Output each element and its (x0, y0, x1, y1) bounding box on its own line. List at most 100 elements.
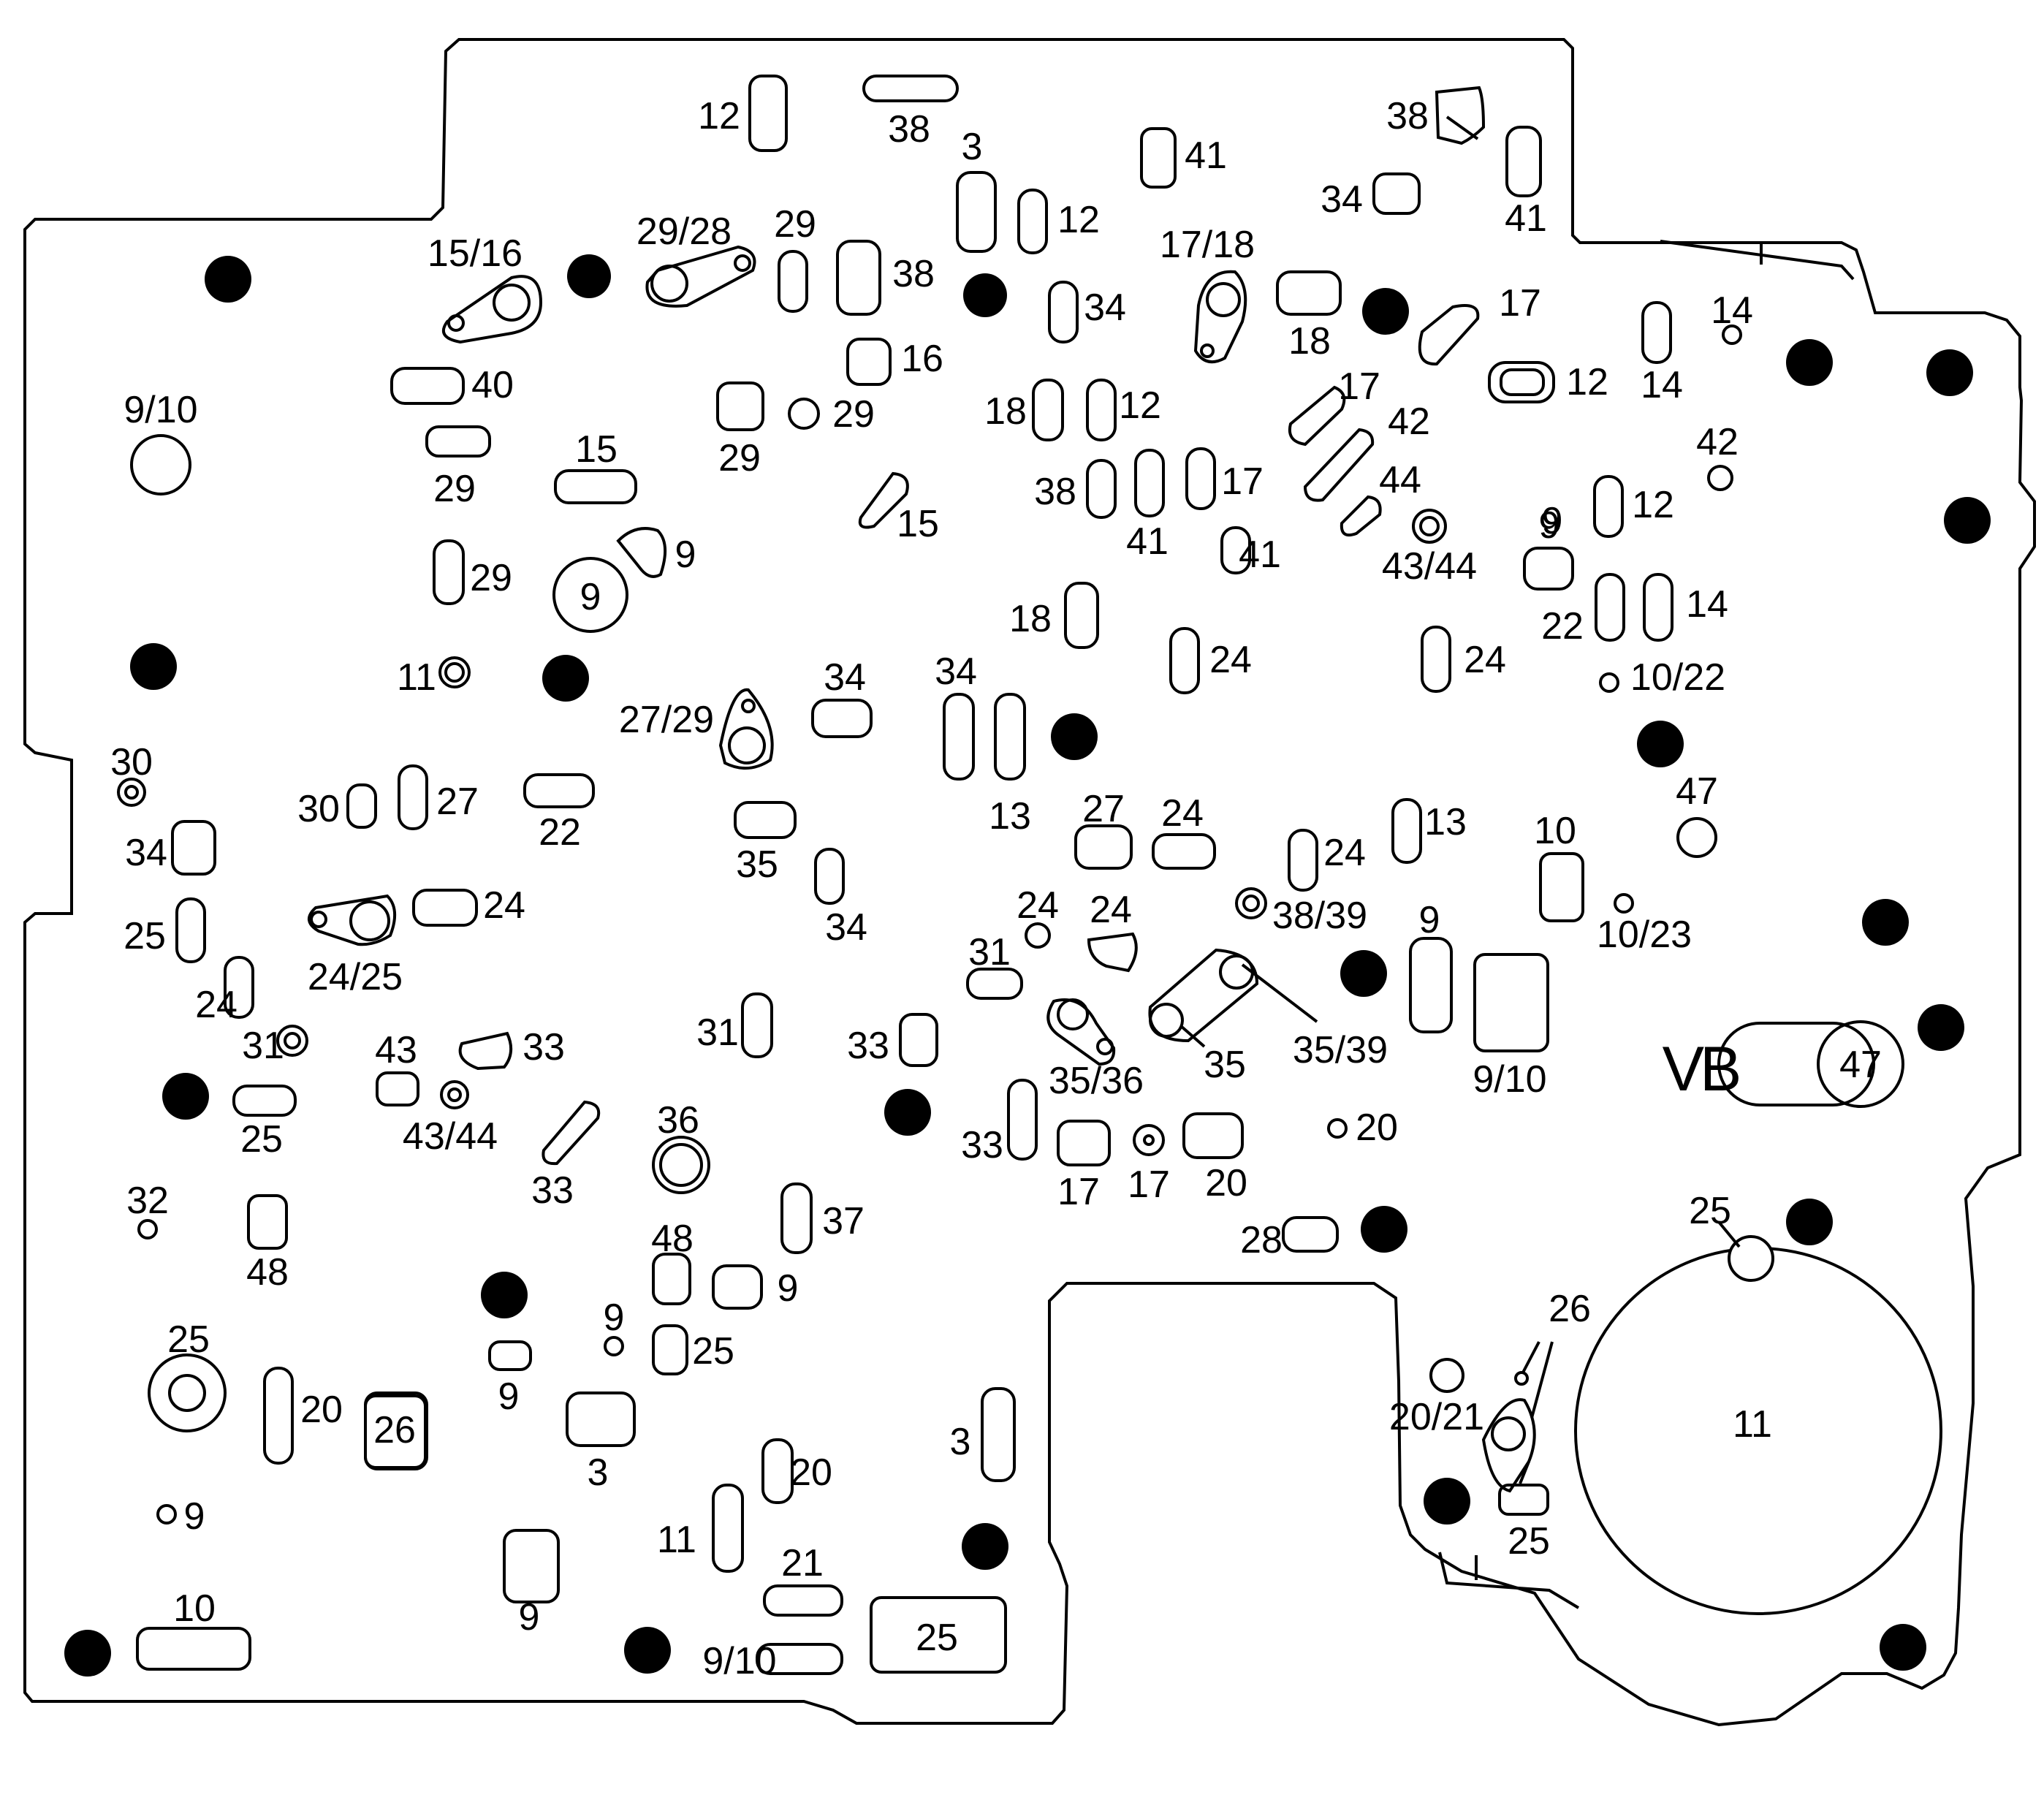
port-43-44-inner (1419, 516, 1440, 536)
callout-label: 32 (126, 1180, 169, 1222)
slot (748, 75, 788, 152)
callout-label: 9 (1542, 500, 1563, 542)
port-9 (552, 557, 628, 633)
callout-label: 24 (1209, 639, 1252, 681)
callout-label: 34 (824, 656, 866, 699)
callout-label: 43 (375, 1029, 417, 1071)
pad-15-16-ball (493, 284, 531, 322)
slot (712, 1484, 744, 1573)
callout-label: 27 (436, 781, 479, 823)
slot (263, 1367, 294, 1465)
callout-label: 15 (897, 503, 939, 545)
callout-label: 9/10 (702, 1640, 776, 1682)
pad-33 (458, 1031, 513, 1071)
slot (412, 889, 478, 927)
slot (346, 783, 377, 829)
bolt-hole (162, 1073, 209, 1120)
port-31 (276, 1025, 308, 1057)
slot (1182, 1112, 1244, 1159)
callout-label: 24/25 (308, 956, 403, 998)
slot (994, 693, 1026, 781)
callout-label: 13 (989, 795, 1031, 838)
callout-label: 15/16 (428, 232, 523, 275)
callout-label: 34 (1084, 286, 1126, 329)
port-36 (652, 1136, 710, 1194)
pad-35-36-small (1096, 1038, 1114, 1055)
slot-angled-17 (1418, 304, 1480, 366)
callout-label: 24 (195, 984, 238, 1026)
slot (1421, 626, 1451, 693)
callout-label: 37 (822, 1200, 865, 1242)
port-10-22 (1599, 672, 1619, 693)
port-20 (1327, 1118, 1348, 1139)
callout-label: 33 (847, 1025, 889, 1067)
callout-label: 43/44 (1382, 545, 1477, 588)
bolt-holes (64, 254, 1991, 1677)
bolt-hole (624, 1627, 671, 1674)
callout-label: 24 (1017, 884, 1059, 927)
pad-24-25-ball (349, 900, 390, 941)
callout-label: 20 (790, 1451, 832, 1494)
callout-label: 3 (962, 126, 983, 168)
callout-label: 34 (125, 832, 167, 874)
round-ports (117, 324, 1742, 1525)
pad-29-28 (645, 245, 756, 308)
callout-label: 17 (1499, 282, 1541, 324)
callout-label: 34 (1321, 178, 1363, 221)
callout-label: 24 (1464, 639, 1506, 681)
callout-label: 29 (774, 203, 816, 246)
leader-line (1521, 1341, 1540, 1373)
slot (1086, 459, 1117, 519)
slot (232, 1085, 297, 1117)
plate-inner-line (1660, 240, 1855, 281)
pad-35-36-ball (1057, 998, 1089, 1030)
callout-label: 48 (246, 1251, 289, 1294)
slot (1595, 573, 1625, 642)
slot (1505, 126, 1542, 197)
slot (136, 1627, 251, 1671)
slot-angled-15 (858, 471, 909, 529)
callout-label: 44 (1379, 459, 1421, 501)
pad-35-39 (1148, 948, 1259, 1043)
callout-label: 38 (888, 108, 930, 151)
callout-label: 25 (240, 1118, 283, 1161)
callout-label: 12 (1632, 484, 1674, 526)
accumulator-notch (1728, 1235, 1774, 1282)
bolt-hole (963, 273, 1007, 317)
pad-27-29 (718, 688, 774, 770)
callout-label: 25 (1689, 1190, 1731, 1232)
pad-20-21 (1481, 1398, 1536, 1493)
check-ball-pads (308, 86, 1536, 1493)
bolt-hole (1926, 349, 1973, 396)
slot (224, 956, 254, 1019)
callout-label: 43/44 (403, 1115, 498, 1158)
callout-label: 34 (825, 906, 867, 949)
port-26 (604, 1336, 624, 1356)
callout-label: 36 (657, 1099, 699, 1142)
slot (1048, 281, 1079, 343)
callout-label: 38 (1034, 471, 1076, 513)
slot (554, 469, 637, 504)
bolt-hole (1862, 899, 1909, 946)
callout-label: 3 (588, 1451, 609, 1494)
callout-label: 29 (718, 437, 761, 479)
callout-label: 25 (916, 1617, 958, 1659)
port-47 (1676, 817, 1717, 858)
slot (1641, 301, 1672, 364)
bolt-hole (542, 655, 589, 702)
pad-24 (1087, 932, 1138, 973)
callout-label: 26 (373, 1409, 416, 1451)
bolt-hole (1786, 1199, 1833, 1245)
slot (1185, 447, 1216, 510)
slot (1057, 1120, 1111, 1166)
slot (171, 820, 216, 876)
callout-label: 9 (519, 1596, 540, 1639)
slot (1372, 172, 1421, 215)
callout-label: 12 (1057, 199, 1100, 241)
bolt-hole (884, 1089, 931, 1136)
slot (846, 338, 892, 386)
slot (716, 381, 764, 431)
bolt-hole (1051, 713, 1098, 760)
pad-38-diagonal (1445, 115, 1479, 140)
pad-15-16-small (447, 314, 465, 332)
